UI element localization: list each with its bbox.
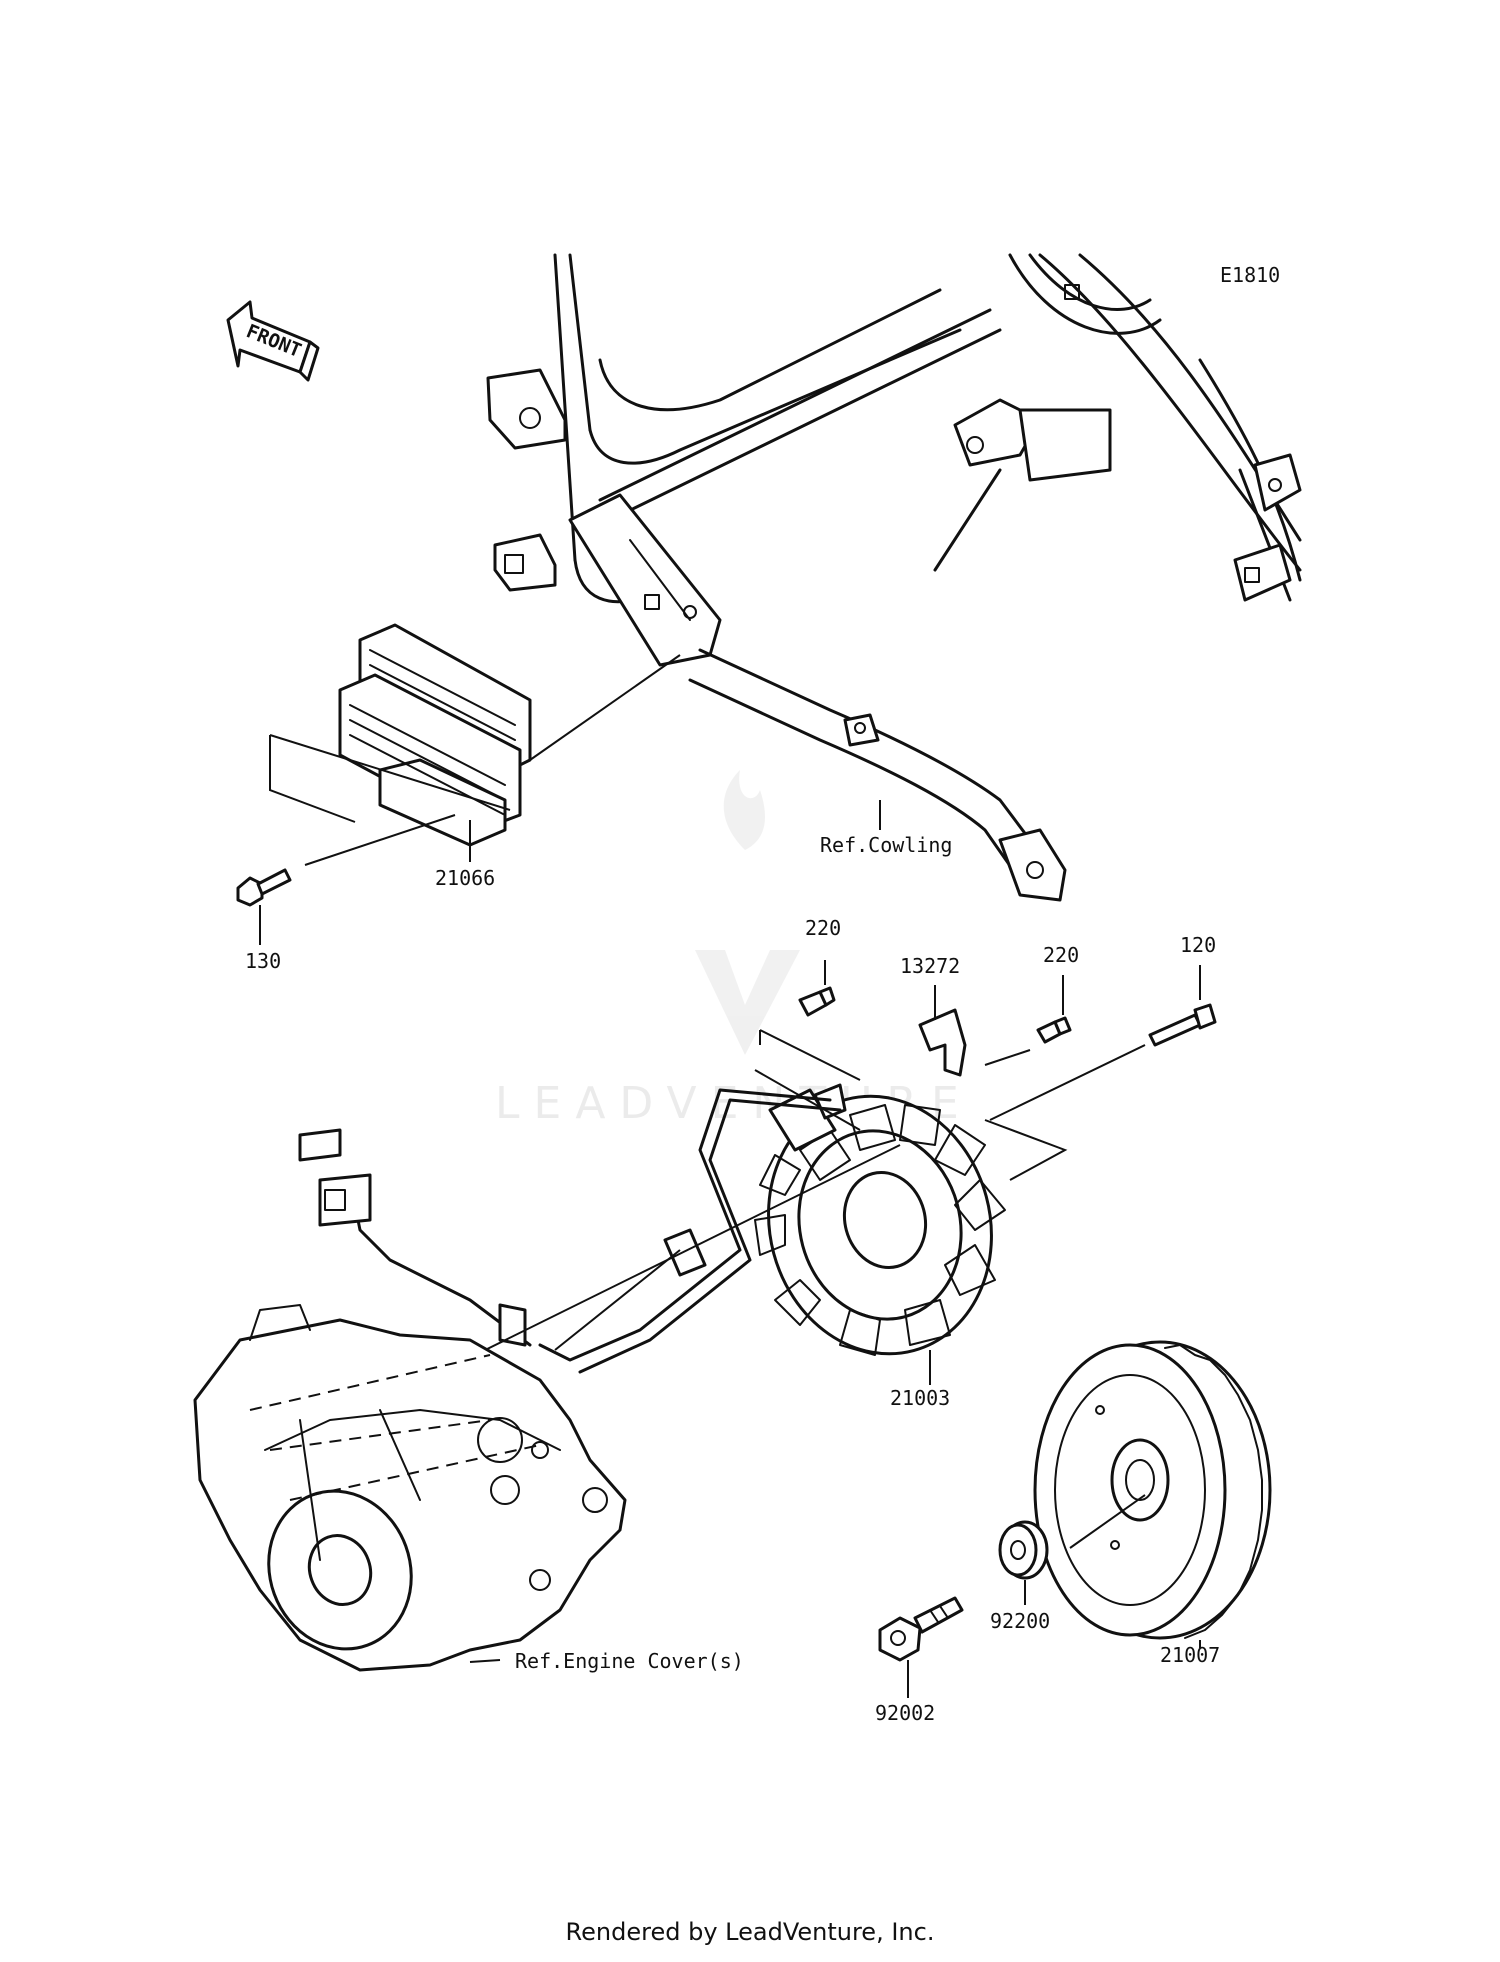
engine-cover [193, 1304, 627, 1672]
cowling-bracket [688, 648, 1067, 902]
part-92200-label: 92200 [990, 1609, 1050, 1633]
part-120-label: 120 [1180, 933, 1216, 957]
leadventure-logo-icon [695, 770, 800, 1055]
diagram-code: E1810 [1220, 263, 1280, 287]
bolt-130 [236, 868, 292, 907]
ref-cowling-label: Ref.Cowling [820, 833, 952, 857]
part-220-right-label: 220 [1043, 943, 1079, 967]
part-21007-label: 21007 [1160, 1643, 1220, 1667]
bolt-120 [1148, 1003, 1217, 1047]
leadventure-watermark: LEADVENTURE [495, 770, 959, 1129]
stator [754, 1083, 1006, 1356]
rotor [1033, 1340, 1272, 1640]
washer-92200 [998, 1520, 1049, 1580]
wire-harness [298, 1088, 842, 1374]
frame-assembly [486, 253, 1302, 667]
part-220-left-label: 220 [805, 916, 841, 940]
footer-credit: Rendered by LeadVenture, Inc. [565, 1918, 935, 1946]
regulator-rectifier [338, 623, 532, 847]
screw-220-right [1036, 1016, 1072, 1044]
bracket-13272 [918, 1008, 967, 1077]
front-direction-arrow-icon: FRONT [226, 300, 320, 382]
part-130-label: 130 [245, 949, 281, 973]
ref-engine-cover-label: Ref.Engine Cover(s) [515, 1649, 744, 1673]
part-13272-label: 13272 [900, 954, 960, 978]
part-92002-label: 92002 [875, 1701, 935, 1725]
bolt-92002 [878, 1596, 964, 1662]
part-21066-label: 21066 [435, 866, 495, 890]
part-21003-label: 21003 [890, 1386, 950, 1410]
screw-220-left [798, 986, 836, 1017]
